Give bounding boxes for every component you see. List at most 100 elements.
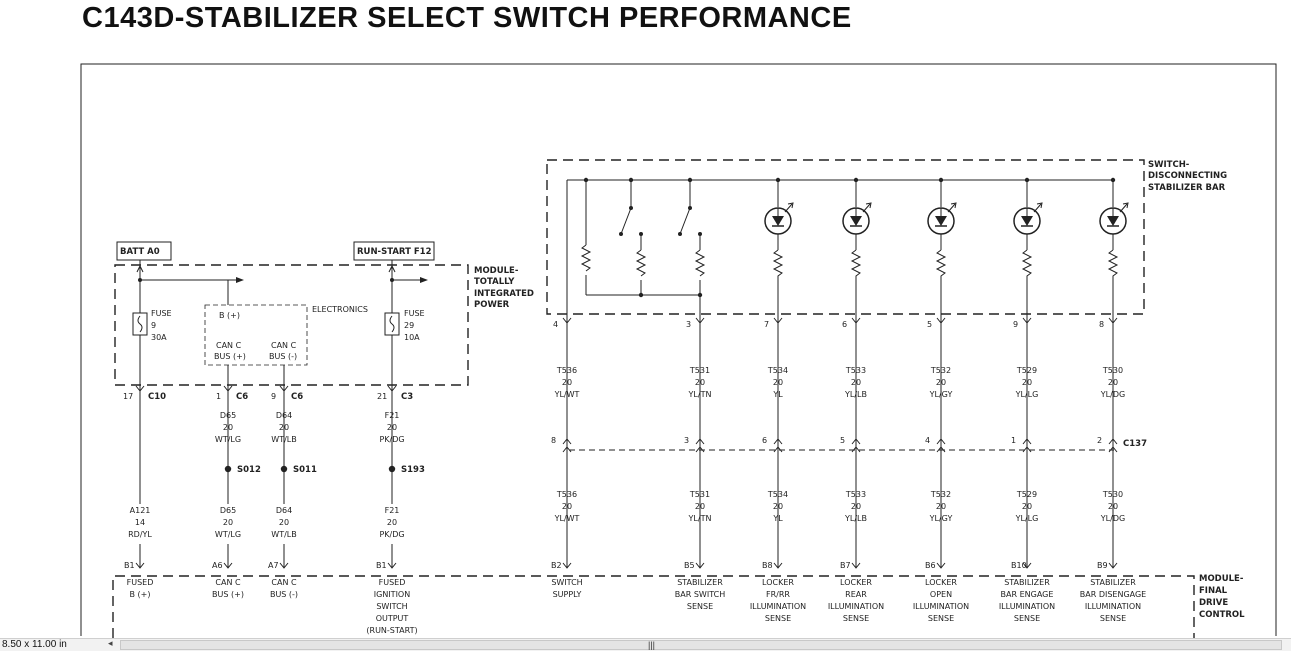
fdcm-pin-label: REAR xyxy=(845,590,867,599)
wire-label: 20 xyxy=(1108,378,1118,387)
svg-text:TOTALLY: TOTALLY xyxy=(474,277,515,287)
fdcm-pin-label: BAR DISENGAGE xyxy=(1080,590,1146,599)
wire-label: T531 xyxy=(689,366,710,375)
wire-label: 20 xyxy=(1022,378,1032,387)
svg-text:PK/DG: PK/DG xyxy=(379,530,404,539)
svg-text:PK/DG: PK/DG xyxy=(379,435,404,444)
c137-pin: 1 xyxy=(1011,436,1016,445)
fdcm-pin-label: SENSE xyxy=(1100,614,1126,623)
svg-text:CONTROL: CONTROL xyxy=(1199,610,1245,620)
fdcm-pin-label: OPEN xyxy=(930,590,952,599)
fdcm-pin-number: B6 xyxy=(925,561,936,570)
svg-text:SWITCH-: SWITCH- xyxy=(1148,160,1190,170)
svg-text:20: 20 xyxy=(223,423,233,432)
led-4 xyxy=(1013,177,1043,315)
svg-text:INTEGRATED: INTEGRATED xyxy=(474,289,534,299)
scroll-left-icon[interactable]: ◂ xyxy=(108,638,113,648)
fdcm-pin-number: B10 xyxy=(1011,561,1027,570)
fdcm-pin-label: SENSE xyxy=(765,614,791,623)
batt-a0-box: BATT A0 xyxy=(116,241,172,261)
svg-text:S011: S011 xyxy=(293,465,317,475)
wire-label: YL/TN xyxy=(688,514,712,523)
wire-label: T532 xyxy=(930,366,951,375)
page-frame xyxy=(80,63,1277,636)
svg-text:WT/LB: WT/LB xyxy=(271,530,296,539)
connector-c3: 21 C3 xyxy=(377,385,413,402)
fdcm-pin-number: A7 xyxy=(268,561,279,570)
connector-c10: 17 C10 xyxy=(123,385,166,402)
wire-label: YL/LB xyxy=(844,390,867,399)
svg-text:20: 20 xyxy=(279,423,289,432)
splice-s011: S011 xyxy=(280,465,317,475)
wire-label: 20 xyxy=(936,502,946,511)
svg-text:10A: 10A xyxy=(404,333,420,342)
svg-text:21: 21 xyxy=(377,392,387,401)
horizontal-scrollbar[interactable] xyxy=(120,640,1282,650)
switch-module-label: SWITCH- DISCONNECTING STABILIZER BAR xyxy=(1148,160,1227,193)
svg-text:C6: C6 xyxy=(236,392,248,402)
fdcm-pin-label: SUPPLY xyxy=(553,590,582,599)
wire-label: T536 xyxy=(556,366,577,375)
connector-c6-b: 9 C6 xyxy=(271,385,303,402)
fdcm-pin-label: SWITCH xyxy=(376,602,407,611)
wire-label: 20 xyxy=(562,502,572,511)
svg-text:F21: F21 xyxy=(385,411,400,420)
c137-pin: 8 xyxy=(551,436,556,445)
svg-text:A121: A121 xyxy=(130,506,151,515)
svg-text:20: 20 xyxy=(387,518,397,527)
fdcm-pin-label: ILLUMINATION xyxy=(913,602,969,611)
svg-text:BUS (-): BUS (-) xyxy=(269,352,297,361)
page-title: C143D-STABILIZER SELECT SWITCH PERFORMAN… xyxy=(82,2,852,34)
wire-label: T533 xyxy=(845,490,866,499)
right-wires: 48T53620YL/WTT53620YL/WT33T53120YL/TNT53… xyxy=(551,315,1125,568)
connector-c6-a: 1 C6 xyxy=(216,385,248,402)
fdcm-module-label: MODULE- FINAL DRIVE CONTROL xyxy=(1199,574,1245,620)
wire-label: T529 xyxy=(1016,490,1037,499)
fdcm-pin-label: (RUN-START) xyxy=(366,626,417,635)
switch-pin: 5 xyxy=(927,320,932,329)
fdcm-pin-label: ILLUMINATION xyxy=(1085,602,1141,611)
wire-label: T531 xyxy=(689,490,710,499)
c137-pin: 2 xyxy=(1097,436,1102,445)
svg-text:C3: C3 xyxy=(401,392,413,402)
fdcm-pin-label: CAN C xyxy=(271,578,297,587)
svg-text:20: 20 xyxy=(387,423,397,432)
svg-text:MODULE-: MODULE- xyxy=(474,266,519,276)
fdcm-pin-label: BUS (+) xyxy=(212,590,244,599)
fdcm-pin-label: SWITCH xyxy=(551,578,582,587)
wire-label: YL/LB xyxy=(844,514,867,523)
fdcm-pin-label: SENSE xyxy=(843,614,869,623)
svg-text:17: 17 xyxy=(123,392,133,401)
wire-label: YL/DG xyxy=(1100,514,1125,523)
fdcm-pin-label: BAR SWITCH xyxy=(675,590,725,599)
led-3 xyxy=(927,177,957,315)
run-start-box: RUN-START F12 xyxy=(353,241,435,261)
switch-pin: 6 xyxy=(842,320,847,329)
c137-pin: 4 xyxy=(925,436,930,445)
page-size-readout: 8.50 x 11.00 in xyxy=(2,639,67,650)
c137-pin: 5 xyxy=(840,436,845,445)
fdcm-pin-label: SENSE xyxy=(1014,614,1040,623)
svg-text:20: 20 xyxy=(279,518,289,527)
scroll-thumb-grip-icon[interactable]: ||| xyxy=(648,640,656,650)
svg-text:D65: D65 xyxy=(220,506,236,515)
wire-label: T536 xyxy=(556,490,577,499)
wire-labels-upper-left: D65 20 WT/LG D64 20 WT/LB F21 20 PK/DG xyxy=(215,411,405,444)
wire-label: YL xyxy=(772,390,783,399)
wire-labels-lower-left: A121 14 RD/YL D65 20 WT/LG D64 20 WT/LB … xyxy=(122,504,410,544)
status-bar: 8.50 x 11.00 in ◂ ||| xyxy=(0,638,1291,651)
svg-text:DRIVE: DRIVE xyxy=(1199,598,1228,608)
tipm-module-label: MODULE- TOTALLY INTEGRATED POWER xyxy=(474,266,534,310)
fdcm-pin-number: A6 xyxy=(212,561,223,570)
svg-text:D64: D64 xyxy=(276,506,292,515)
svg-text:DISCONNECTING: DISCONNECTING xyxy=(1148,171,1227,181)
wire-label: T533 xyxy=(845,366,866,375)
svg-text:MODULE-: MODULE- xyxy=(1199,574,1244,584)
